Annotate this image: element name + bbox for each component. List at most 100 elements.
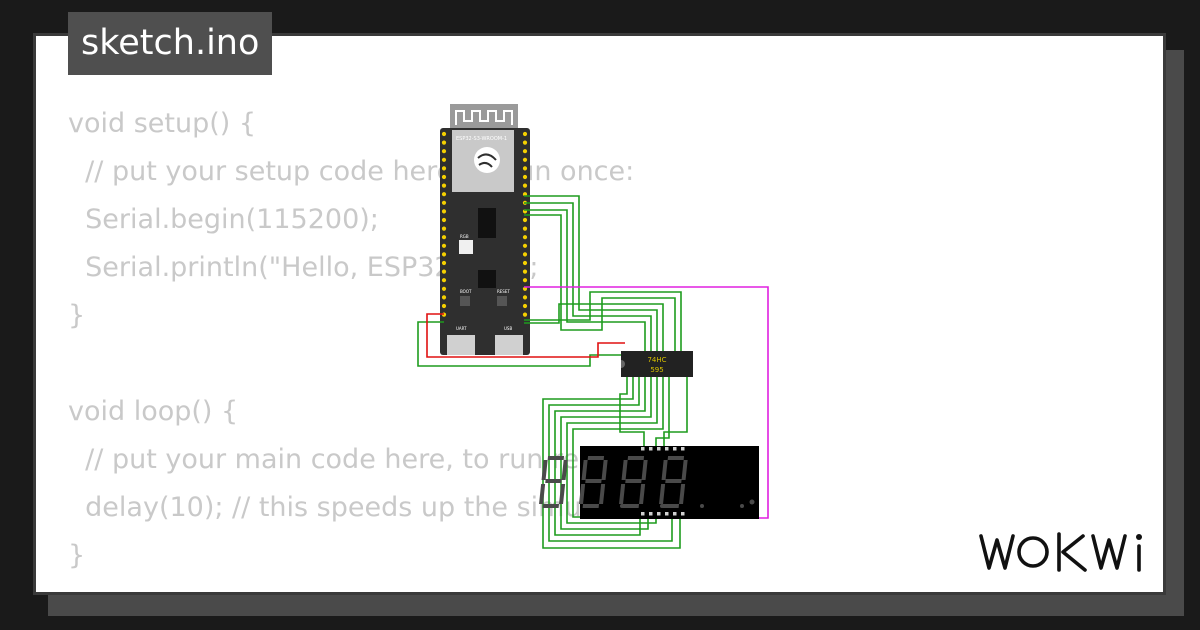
- header-pin[interactable]: [441, 243, 447, 248]
- header-pin[interactable]: [522, 252, 528, 257]
- header-pin[interactable]: [441, 149, 447, 154]
- wire[interactable]: [524, 291, 682, 358]
- header-pin[interactable]: [441, 286, 447, 291]
- wire[interactable]: [663, 375, 688, 447]
- header-pin[interactable]: [522, 226, 528, 231]
- display-pin[interactable]: [657, 447, 661, 451]
- header-pin[interactable]: [522, 131, 528, 137]
- display-pin[interactable]: [673, 512, 677, 516]
- reset-button[interactable]: [497, 296, 507, 306]
- header-pin[interactable]: [441, 278, 447, 283]
- usb-chip: [478, 270, 496, 288]
- header-pin[interactable]: [441, 226, 447, 231]
- wire[interactable]: [524, 214, 676, 358]
- header-pin[interactable]: [441, 217, 447, 223]
- boot-button-label: BOOT: [460, 289, 472, 294]
- espressif-logo-icon: [474, 147, 500, 173]
- wire[interactable]: [524, 209, 646, 358]
- display-pin[interactable]: [649, 447, 653, 451]
- header-pin[interactable]: [522, 243, 528, 248]
- chip-label-line2: 595: [650, 366, 663, 374]
- shift-register-74hc595[interactable]: 74HC 595: [621, 351, 693, 377]
- display-pins-bottom: [641, 512, 685, 516]
- display-segment: [661, 460, 668, 480]
- header-pin[interactable]: [522, 295, 528, 300]
- esp32-board[interactable]: ESP32-S3-WROOM-1 RGB BOOT RESET UART USB: [440, 104, 530, 355]
- display-segment: [639, 484, 646, 504]
- display-pin[interactable]: [673, 447, 677, 451]
- header-pin[interactable]: [522, 235, 528, 240]
- header-pin[interactable]: [441, 269, 447, 274]
- header-pin[interactable]: [441, 166, 447, 171]
- wire[interactable]: [548, 375, 673, 542]
- display-segment: [585, 479, 602, 483]
- display-pin[interactable]: [649, 512, 653, 516]
- file-tab[interactable]: sketch.ino: [68, 12, 273, 75]
- display-segment: [622, 504, 640, 508]
- boot-button[interactable]: [460, 296, 470, 306]
- header-pin[interactable]: [441, 260, 447, 266]
- header-pin[interactable]: [441, 295, 447, 300]
- usb-port-usb[interactable]: [495, 335, 523, 355]
- wire[interactable]: [560, 375, 652, 530]
- wire[interactable]: [524, 303, 664, 358]
- wire[interactable]: [426, 313, 625, 358]
- display-pin[interactable]: [665, 512, 669, 516]
- header-pin[interactable]: [522, 174, 528, 180]
- header-pin[interactable]: [522, 166, 528, 171]
- display-segment: [582, 504, 600, 508]
- digit-decimal-point: [740, 504, 744, 508]
- header-pin[interactable]: [522, 303, 528, 309]
- usb-port-usb-label: USB: [504, 326, 512, 331]
- header-pin[interactable]: [441, 183, 447, 188]
- display-pin[interactable]: [681, 447, 685, 451]
- display-digits: [539, 456, 744, 508]
- header-pin[interactable]: [522, 269, 528, 274]
- header-pin[interactable]: [441, 131, 447, 137]
- wire[interactable]: [554, 375, 646, 536]
- display-pin[interactable]: [681, 512, 685, 516]
- header-pin[interactable]: [441, 192, 447, 197]
- header-pin[interactable]: [522, 140, 528, 145]
- wire[interactable]: [619, 375, 645, 447]
- header-pin[interactable]: [441, 252, 447, 257]
- display-segment: [581, 460, 588, 480]
- header-pin[interactable]: [522, 183, 528, 188]
- header-pin[interactable]: [441, 174, 447, 180]
- header-pin[interactable]: [522, 312, 528, 317]
- display-segment: [667, 456, 685, 460]
- header-pin[interactable]: [522, 278, 528, 283]
- circuit-diagram[interactable]: ESP32-S3-WROOM-1 RGB BOOT RESET UART USB: [400, 95, 790, 555]
- header-pin[interactable]: [441, 140, 447, 145]
- display-segment: [621, 460, 628, 480]
- header-pin[interactable]: [441, 200, 447, 205]
- display-pin[interactable]: [665, 447, 669, 451]
- header-pin[interactable]: [441, 303, 447, 309]
- header-pin[interactable]: [441, 235, 447, 240]
- code-line: void loop() {: [68, 396, 239, 427]
- display-segment: [625, 479, 642, 483]
- wire[interactable]: [417, 321, 625, 367]
- board-model-label: ESP32-S3-WROOM-1: [456, 136, 507, 142]
- display-segment: [561, 460, 568, 480]
- header-pin[interactable]: [522, 217, 528, 223]
- header-pins-right[interactable]: [522, 131, 528, 317]
- wire[interactable]: [655, 375, 670, 447]
- header-pin[interactable]: [441, 157, 447, 162]
- wire[interactable]: [524, 195, 658, 358]
- display-pin[interactable]: [641, 512, 645, 516]
- header-pin[interactable]: [441, 209, 447, 214]
- header-pin[interactable]: [522, 149, 528, 154]
- wire[interactable]: [566, 375, 658, 524]
- header-pin[interactable]: [522, 157, 528, 162]
- reset-button-label: RESET: [497, 289, 510, 294]
- antenna-trace: [455, 110, 513, 125]
- code-line: void setup() {: [68, 108, 257, 139]
- wire[interactable]: [524, 202, 652, 358]
- header-pin[interactable]: [522, 260, 528, 266]
- display-pin[interactable]: [641, 447, 645, 451]
- seven-segment-display[interactable]: [539, 446, 759, 519]
- header-pins-left[interactable]: [441, 131, 447, 317]
- display-pin[interactable]: [657, 512, 661, 516]
- usb-port-uart[interactable]: [447, 335, 475, 355]
